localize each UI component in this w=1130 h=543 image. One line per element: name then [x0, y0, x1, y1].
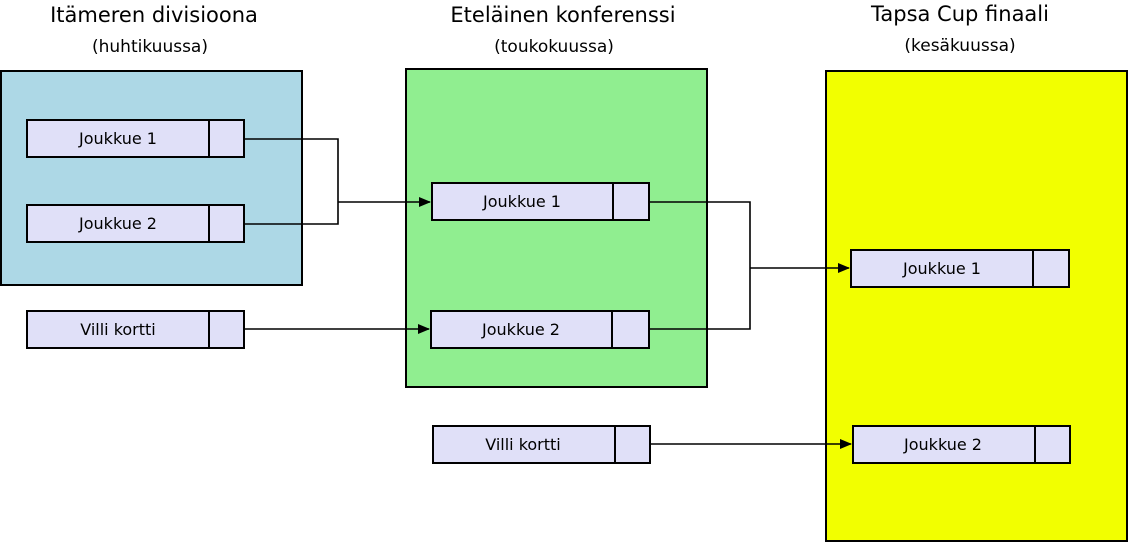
stage-2-team-1: Joukkue 1: [431, 182, 650, 221]
stage-2-wildcard: Villi kortti: [432, 425, 651, 464]
score-box: [614, 425, 651, 464]
stage-2-subtitle: (toukokuussa): [494, 37, 614, 57]
stage-2-title: Eteläinen konferenssi: [450, 3, 675, 27]
stage-1-subtitle: (huhtikuussa): [92, 37, 208, 57]
team-label: Joukkue 1: [482, 192, 561, 211]
team-box: [852, 425, 1071, 464]
team-label: Joukkue 1: [78, 129, 157, 148]
score-box: [208, 119, 245, 158]
connector-line: [649, 201, 751, 330]
team-label: Joukkue 1: [902, 259, 981, 278]
score-box: [611, 310, 650, 349]
score-box: [208, 310, 245, 349]
team-label: Joukkue 2: [481, 320, 560, 339]
team-label: Joukkue 2: [903, 435, 982, 454]
team-label: Joukkue 2: [78, 214, 157, 233]
stage-3-box: [825, 70, 1128, 542]
score-box: [1034, 425, 1071, 464]
team-box: [432, 425, 651, 464]
stage-3-team-1: Joukkue 1: [850, 249, 1070, 288]
wildcard-label: Villi kortti: [80, 320, 156, 339]
stage-1-wildcard: Villi kortti: [26, 310, 245, 349]
team-box: [26, 204, 245, 243]
stage-3-team-2: Joukkue 2: [852, 425, 1071, 464]
stage-3-title: Tapsa Cup finaali: [870, 2, 1049, 26]
wildcard-label: Villi kortti: [485, 435, 561, 454]
stage-1-title: Itämeren divisioona: [50, 3, 258, 27]
stage-1: Itämeren divisioona (huhtikuussa): [0, 3, 303, 286]
score-box: [1032, 249, 1070, 288]
bracket-connectors: [244, 138, 852, 449]
stage-1-team-1: Joukkue 1: [26, 119, 245, 158]
connector-line: [244, 138, 339, 225]
stage-2-team-2: Joukkue 2: [430, 310, 650, 349]
score-box: [612, 182, 650, 221]
stage-1-team-2: Joukkue 2: [26, 204, 245, 243]
stage-3-subtitle: (kesäkuussa): [904, 36, 1015, 56]
team-box: [26, 310, 245, 349]
score-box: [208, 204, 245, 243]
stage-1-box: [0, 70, 303, 286]
